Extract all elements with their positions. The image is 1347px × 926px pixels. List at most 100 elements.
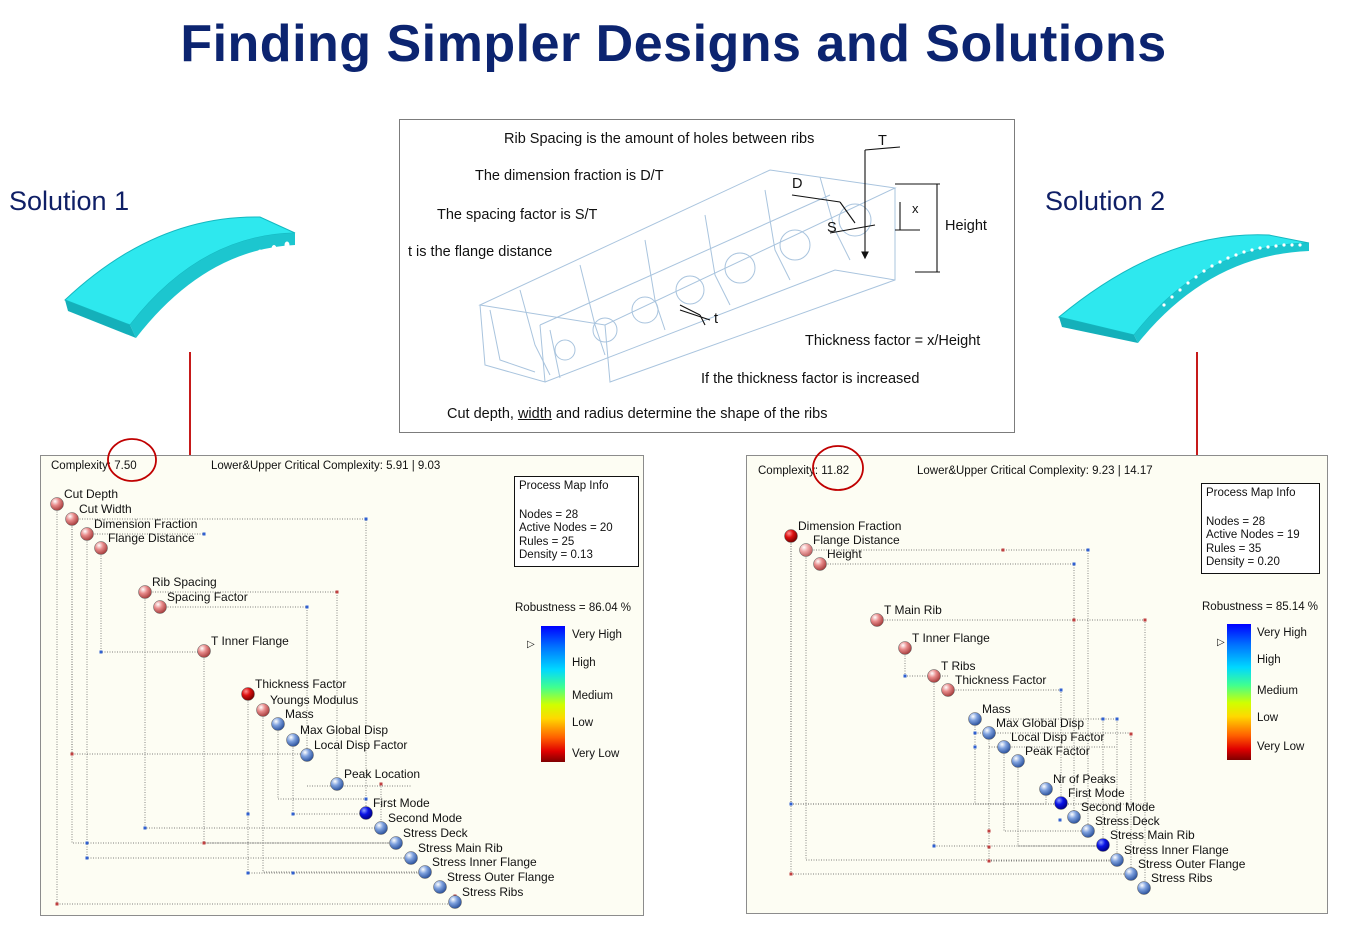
- solution2-node-label: Stress Deck: [1095, 814, 1161, 828]
- solution1-node-flange-distance[interactable]: [94, 541, 108, 555]
- solution2-node-nr-of-peaks[interactable]: [1039, 782, 1053, 796]
- solution2-connector-dot: [932, 844, 936, 848]
- solution1-connector-dot: [305, 605, 309, 609]
- solution2-node-t-main-rib[interactable]: [870, 613, 884, 627]
- spacing-factor-text: The spacing factor is S/T: [437, 207, 598, 223]
- info-rules: Rules = 35: [1206, 542, 1262, 555]
- info-nodes: Nodes = 28: [519, 508, 579, 521]
- info-nodes: Nodes = 28: [1206, 515, 1266, 528]
- solution2-connector-dot: [1129, 732, 1133, 736]
- solution2-connector-dot: [1115, 717, 1119, 721]
- solution1-node-dimension-fraction[interactable]: [80, 527, 94, 541]
- solution1-node-label: Thickness Factor: [255, 677, 346, 691]
- solution2-node-label: Stress Ribs: [1151, 871, 1212, 885]
- solution1-node-label: Youngs Modulus: [270, 693, 358, 707]
- solution2-node-thickness-factor[interactable]: [941, 683, 955, 697]
- solution1-node-max-global-disp[interactable]: [286, 733, 300, 747]
- solution1-node-label: Stress Inner Flange: [432, 855, 537, 869]
- solution2-node-local-disp-factor[interactable]: [997, 740, 1011, 754]
- solution2-connector-dot: [1072, 562, 1076, 566]
- solution2-node-peak-factor[interactable]: [1011, 754, 1025, 768]
- solution1-node-t-inner-flange[interactable]: [197, 644, 211, 658]
- solution2-node-t-ribs[interactable]: [927, 669, 941, 683]
- info-density: Density = 0.20: [1206, 556, 1280, 568]
- solution1-node-cut-width[interactable]: [65, 512, 79, 526]
- page-title: Finding Simpler Designs and Solutions: [180, 15, 1167, 73]
- rib-geometry-diagram: Rib Spacing is the amount of holes betwe…: [399, 119, 1015, 433]
- solution2-node-flange-distance[interactable]: [799, 543, 813, 557]
- solution2-node-height[interactable]: [813, 557, 827, 571]
- solution1-node-stress-main-rib[interactable]: [404, 851, 418, 865]
- solution2-node-stress-main-rib[interactable]: [1096, 838, 1110, 852]
- info-active-nodes: Active Nodes = 19: [1206, 529, 1300, 541]
- solution2-node-dimension-fraction[interactable]: [784, 529, 798, 543]
- solution2-connector-dot: [1101, 717, 1105, 721]
- solution2-node-stress-outer-flange[interactable]: [1124, 867, 1138, 881]
- solution2-node-label: Peak Factor: [1025, 744, 1090, 758]
- solution2-node-label: Stress Main Rib: [1110, 828, 1195, 842]
- solution2-node-stress-deck[interactable]: [1081, 824, 1095, 838]
- robustness-value: Robustness = 85.14 %: [1202, 601, 1319, 613]
- solution2-connector-dot: [973, 731, 977, 735]
- complexity-highlight-circle-2: [812, 445, 864, 491]
- solution2-node-label: T Ribs: [941, 659, 975, 673]
- solution1-node-label: Local Disp Factor: [314, 738, 407, 752]
- solution1-node-peak-location[interactable]: [330, 777, 344, 791]
- solution1-label: Solution 1: [9, 186, 130, 216]
- solution2-node-label: T Inner Flange: [912, 631, 990, 645]
- solution1-node-rib-spacing[interactable]: [138, 585, 152, 599]
- solution1-connector-dot: [55, 902, 59, 906]
- solution1-connector-dot: [99, 650, 103, 654]
- solution2-beam-image: [1057, 234, 1310, 343]
- legend-high: High: [572, 657, 596, 669]
- solution1-node-stress-ribs[interactable]: [448, 895, 462, 909]
- complexity-value: Complexity: 7.50: [51, 460, 137, 472]
- solution1-node-cut-depth[interactable]: [50, 497, 64, 511]
- solution1-node-thickness-factor[interactable]: [241, 687, 255, 701]
- process-map-info-box: Process Map Info Nodes = 28 Active Nodes…: [514, 476, 639, 567]
- solution2-node-max-global-disp[interactable]: [982, 726, 996, 740]
- info-active-nodes: Active Nodes = 20: [519, 522, 613, 534]
- solution1-node-stress-inner-flange[interactable]: [418, 865, 432, 879]
- solution2-node-label: First Mode: [1068, 786, 1125, 800]
- info-density: Density = 0.13: [519, 549, 593, 561]
- solution1-node-stress-outer-flange[interactable]: [433, 880, 447, 894]
- solution1-connector-dot: [85, 856, 89, 860]
- solution1-node-label: Mass: [285, 707, 314, 721]
- solution2-node-label: Dimension Fraction: [798, 519, 901, 533]
- solution1-node-mass[interactable]: [271, 717, 285, 731]
- solution1-beam-image: [64, 216, 296, 338]
- thickness-increased-text: If the thickness factor is increased: [701, 371, 920, 387]
- solution2-connector-dot: [987, 829, 991, 833]
- solution1-connector-dot: [246, 812, 250, 816]
- solution2-node-label: Second Mode: [1081, 800, 1155, 814]
- solution2-node-mass[interactable]: [968, 712, 982, 726]
- solution1-node-label: Peak Location: [344, 767, 420, 781]
- solution1-node-label: Stress Outer Flange: [447, 870, 555, 884]
- solution1-node-spacing-factor[interactable]: [153, 600, 167, 614]
- solution2-node-t-inner-flange[interactable]: [898, 641, 912, 655]
- solution1-node-local-disp-factor[interactable]: [300, 748, 314, 762]
- complexity-value: Complexity: 11.82: [758, 465, 850, 477]
- solution1-node-label: Spacing Factor: [167, 590, 248, 604]
- label-S: S: [827, 220, 837, 236]
- solution1-connector-dot: [291, 871, 295, 875]
- solution2-node-stress-inner-flange[interactable]: [1110, 853, 1124, 867]
- solution2-connector-dot: [903, 674, 907, 678]
- solution1-connector-dot: [291, 812, 295, 816]
- solution1-node-stress-deck[interactable]: [389, 836, 403, 850]
- solution2-node-second-mode[interactable]: [1067, 810, 1081, 824]
- solution2-connector-dot: [1143, 618, 1147, 622]
- solution2-node-stress-ribs[interactable]: [1137, 881, 1151, 895]
- solution1-node-label: Rib Spacing: [152, 575, 217, 589]
- solution2-node-first-mode[interactable]: [1054, 796, 1068, 810]
- solution1-node-first-mode[interactable]: [359, 806, 373, 820]
- solution2-connector-dot: [973, 745, 977, 749]
- solution1-node-second-mode[interactable]: [374, 821, 388, 835]
- solution2-node-label: Local Disp Factor: [1011, 730, 1104, 744]
- solution1-node-youngs-modulus[interactable]: [256, 703, 270, 717]
- solution1-node-label: Stress Deck: [403, 826, 469, 840]
